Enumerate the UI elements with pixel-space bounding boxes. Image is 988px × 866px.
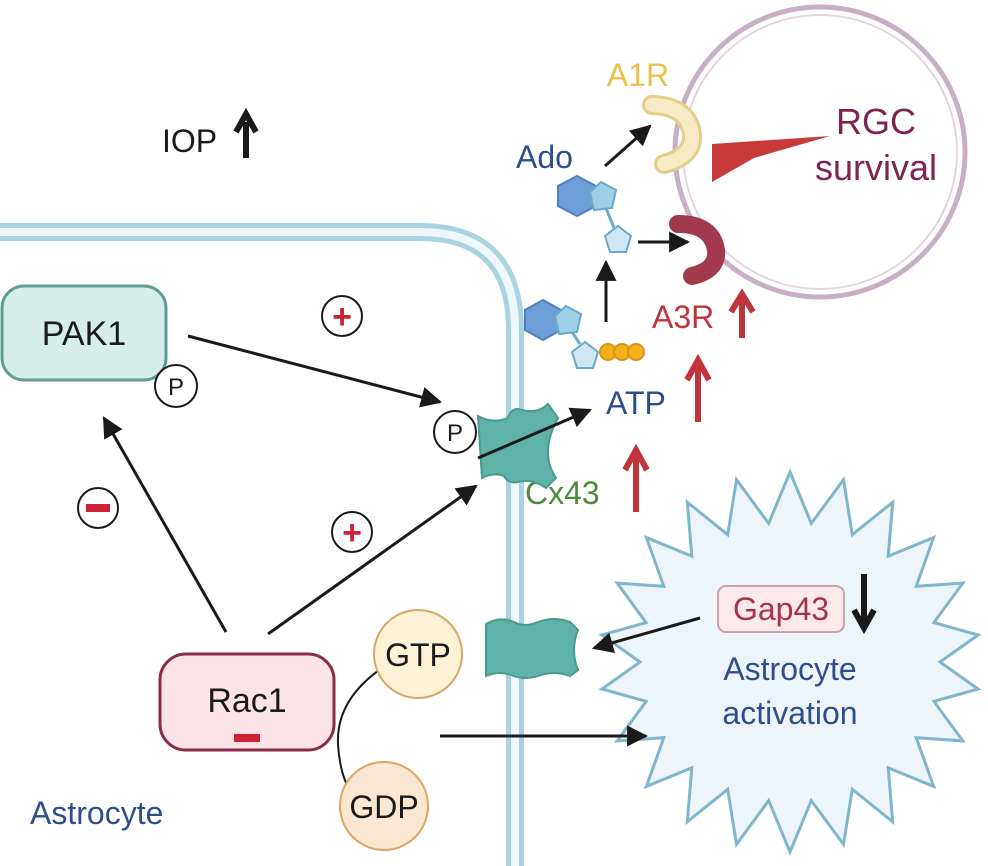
gap43-label: Gap43 [733,591,829,627]
ado-label: Ado [516,139,573,175]
plus-label-middle: + [342,514,362,552]
adenosine-icon [557,174,633,253]
rgc-label-line2: survival [815,147,937,188]
atp-icon [524,298,645,369]
arrow-pak1-to-cx43 [187,334,443,408]
rac1-box [158,652,336,752]
activation-label-line2: activation [722,695,857,731]
gdp-node: GDP [339,761,429,851]
a3r-receptor-icon [669,215,726,285]
astrocyte-activation-burst [598,468,982,856]
cx43-up-arrow-icon [622,443,650,512]
cx43-channel-icon-lower [485,618,580,679]
pak1-phospho-p-icon: P [154,364,198,408]
astrocyte-cell-membrane [0,223,524,866]
iop-up-arrow-icon [233,107,259,158]
astrocyte-label: Astrocyte [30,795,163,831]
gdp-label: GDP [349,789,418,825]
pak1-box [0,284,168,382]
plus-label-top: + [332,298,352,336]
minus-sign-icon-left [77,487,119,529]
cx43-channel-icon-upper [476,402,560,490]
atp-label: ATP [606,385,666,421]
a3r-up-arrow-icon [728,288,756,338]
plus-sign-icon-top: + [321,295,363,337]
gtp-label: GTP [385,637,451,673]
rac1-minus-icon [234,734,260,742]
plus-sign-icon-middle: + [331,511,373,553]
arrow-ado-to-a1r [604,124,652,168]
iop-label: IOP [162,123,217,159]
rgc-label-line1: RGC [836,101,916,142]
arrow-rac1-to-pak1 [102,416,228,633]
arrow-gap43-to-cx43 [591,616,701,653]
rac1-label: Rac1 [207,682,286,720]
arrow-cx43-to-atp [477,407,592,460]
cx43-phospho-p-icon: P [433,410,477,454]
pak1-label: PAK1 [42,315,126,353]
activation-label-line1: Astrocyte [723,651,856,687]
a1r-label: A1R [607,57,669,93]
arrow-rac1-to-cx43 [267,484,478,636]
pak1-phospho-label: P [168,374,184,401]
atp-up-arrow-icon [684,353,712,422]
cx43-phospho-label: P [447,420,463,447]
a3r-label: A3R [652,299,714,335]
pointer-icon [712,136,830,182]
gtp-node: GTP [373,609,463,699]
gap43-down-arrow-icon [851,574,877,635]
gap43-box [717,585,845,633]
